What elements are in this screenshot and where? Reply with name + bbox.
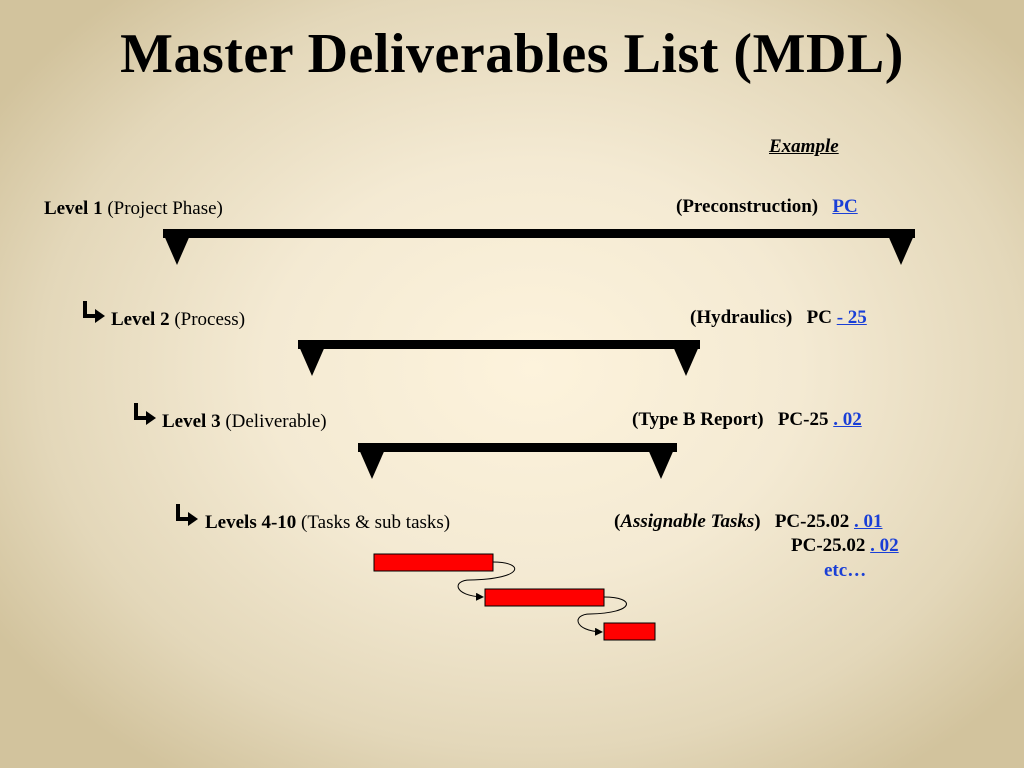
level-4-name: Levels 4-10 <box>205 512 297 533</box>
level-3-desc: (Deliverable) <box>225 411 327 432</box>
level-3-code-link[interactable]: . 02 <box>833 409 862 430</box>
level-1-code-link[interactable]: PC <box>832 196 858 217</box>
level-4-example-open: ( <box>614 511 621 532</box>
level-3-code-prefix: PC-25 <box>777 409 834 430</box>
level-4-example: (Assignable Tasks) PC-25.02 . 01 <box>614 511 882 533</box>
turn-right-arrow-icon <box>83 301 105 323</box>
level-3-bracket <box>358 443 677 479</box>
level-3-label: Level 3 (Deliverable) <box>162 411 327 433</box>
task-bar-3 <box>603 622 656 641</box>
extra-code-1: PC-25.02 . 02 <box>791 535 899 557</box>
turn-right-arrow-icon <box>176 504 198 526</box>
level-4-code-prefix: PC-25.02 <box>774 511 854 532</box>
level-1-example: (Preconstruction) PC <box>676 196 858 218</box>
extra-code-1-prefix: PC-25.02 <box>791 535 871 556</box>
level-4-code-link[interactable]: . 01 <box>853 511 883 532</box>
level-2-code-link[interactable]: - 25 <box>836 307 867 328</box>
level-4-desc: (Tasks & sub tasks) <box>301 512 451 533</box>
turn-right-arrow-icon <box>134 403 156 425</box>
slide-title: Master Deliverables List (MDL) <box>120 23 904 85</box>
level-1-name: Level 1 <box>44 198 103 219</box>
level-4-example-italic: Assignable Tasks <box>620 511 755 532</box>
level-2-code-prefix: PC <box>806 307 837 328</box>
level-3-name: Level 3 <box>162 411 221 432</box>
task-connector-arrow-2 <box>577 596 627 636</box>
etc-text: etc… <box>824 560 867 581</box>
level-1-bracket <box>163 229 915 265</box>
extra-code-1-link[interactable]: . 02 <box>870 535 899 556</box>
level-1-desc: (Project Phase) <box>107 198 223 219</box>
level-2-desc: (Process) <box>174 309 246 330</box>
level-2-label: Level 2 (Process) <box>111 309 245 331</box>
task-connector-arrow-1 <box>457 561 516 601</box>
level-1-label: Level 1 (Project Phase) <box>44 198 223 220</box>
level-2-name: Level 2 <box>111 309 170 330</box>
task-bar-1 <box>373 553 494 572</box>
level-4-label: Levels 4-10 (Tasks & sub tasks) <box>205 512 450 534</box>
level-1-example-name: (Preconstruction) <box>676 196 819 217</box>
level-2-example-name: (Hydraulics) <box>690 307 793 328</box>
task-bar-2 <box>484 588 605 607</box>
level-2-bracket <box>298 340 700 376</box>
level-3-example-name: (Type B Report) <box>632 409 764 430</box>
example-label: Example <box>769 136 839 157</box>
level-3-example: (Type B Report) PC-25 . 02 <box>632 409 862 431</box>
level-2-example: (Hydraulics) PC - 25 <box>690 307 867 329</box>
level-4-example-close: ) <box>754 511 761 532</box>
